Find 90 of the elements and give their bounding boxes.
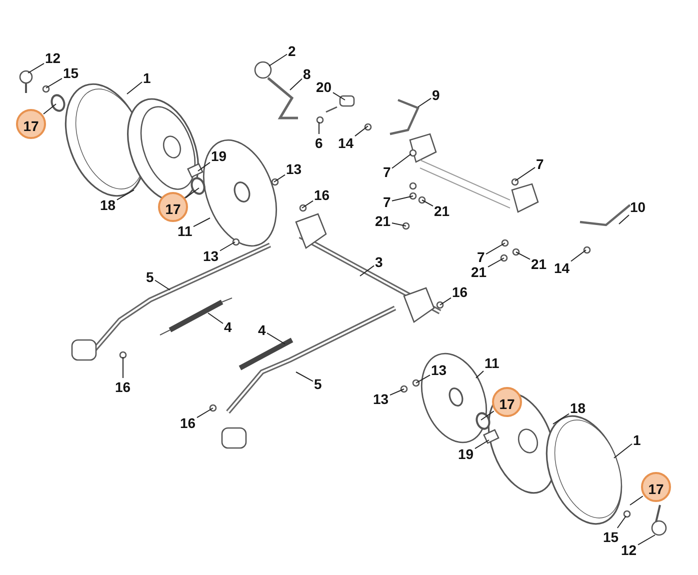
callout-number: 13 [431, 362, 447, 378]
leader-line [185, 188, 200, 198]
callout-number: 5 [314, 376, 322, 392]
leader-line [360, 265, 374, 276]
callout-number: 21 [531, 256, 547, 272]
leader-line [480, 410, 494, 420]
callout-number: 13 [286, 161, 302, 177]
callout-number: 17 [492, 387, 522, 417]
callout-number: 8 [303, 66, 311, 82]
leader-line [516, 252, 530, 260]
callout-number: 6 [315, 135, 323, 151]
callout-number: 9 [432, 87, 440, 103]
callout-number: 7 [383, 194, 391, 210]
leader-line [126, 82, 142, 94]
leader-line [266, 332, 286, 344]
callout-number: 16 [314, 187, 330, 203]
leader-line [354, 126, 368, 137]
leader-line [274, 174, 286, 182]
leader-line [392, 222, 406, 226]
leader-line [198, 162, 210, 172]
leader-line [476, 370, 484, 378]
callout-number: 12 [45, 50, 61, 66]
leader-line [43, 104, 56, 114]
leader-line [614, 443, 632, 458]
leader-line [418, 98, 432, 108]
callout-number: 2 [288, 43, 296, 59]
callout-number: 13 [373, 391, 389, 407]
callout-number: 4 [224, 319, 232, 335]
leader-line [193, 218, 210, 228]
leader-line [638, 534, 656, 546]
leader-line [268, 54, 288, 66]
leader-line [302, 200, 314, 208]
callout-number: 4 [258, 322, 266, 338]
callout-number: 11 [484, 355, 500, 371]
leader-line [290, 78, 302, 90]
leader-line [440, 297, 452, 306]
leader-line [332, 92, 346, 100]
callout-number: 11 [178, 223, 192, 239]
leader-line [488, 258, 504, 268]
callout-number: 7 [383, 164, 391, 180]
leader-line [422, 200, 434, 207]
callout-number: 5 [146, 269, 154, 285]
callout-number: 17 [16, 109, 46, 139]
leader-line [514, 166, 536, 182]
leader-line [486, 242, 506, 255]
leader-line [416, 374, 430, 384]
callout-number: 19 [458, 446, 474, 462]
leader-line [630, 496, 644, 506]
leader-line [570, 250, 586, 262]
callout-number: 21 [471, 264, 487, 280]
callout-number: 10 [630, 199, 646, 215]
callout-number: 3 [375, 254, 383, 270]
callout-number: 16 [180, 415, 196, 431]
leader-line [154, 280, 170, 290]
callout-number: 13 [203, 248, 219, 264]
leader-line [552, 413, 570, 424]
callout-number: 20 [316, 79, 332, 95]
callout-number: 21 [375, 213, 391, 229]
leader-line [318, 122, 320, 134]
callout-number: 7 [536, 156, 544, 172]
callout-number: 16 [115, 379, 131, 395]
callout-number: 15 [63, 65, 79, 81]
leader-line [392, 154, 412, 169]
callout-number: 21 [434, 203, 450, 219]
leader-line [196, 408, 214, 418]
leader-line [28, 62, 44, 74]
leader-line [296, 372, 314, 382]
callout-number: 16 [452, 284, 468, 300]
callout-number: 15 [603, 529, 619, 545]
callout-number: 12 [621, 542, 637, 558]
leader-line [618, 214, 630, 224]
leader-line [392, 196, 414, 202]
callout-number: 18 [100, 197, 116, 213]
callout-number: 18 [570, 400, 586, 416]
callout-number: 14 [554, 260, 570, 276]
callout-number: 17 [641, 472, 671, 502]
leader-line [616, 516, 626, 528]
callout-number: 14 [338, 135, 354, 151]
callout-number: 1 [143, 70, 151, 86]
leader-line [220, 242, 236, 252]
leader-line [46, 78, 62, 88]
leader-line [208, 312, 224, 324]
leader-line [116, 190, 134, 200]
callout-number: 17 [158, 192, 188, 222]
callout-number: 19 [211, 148, 227, 164]
leader-line [474, 440, 490, 450]
callout-number: 7 [477, 249, 485, 265]
leader-line [122, 356, 124, 378]
leader-line [390, 388, 404, 396]
callout-number: 1 [633, 432, 641, 448]
